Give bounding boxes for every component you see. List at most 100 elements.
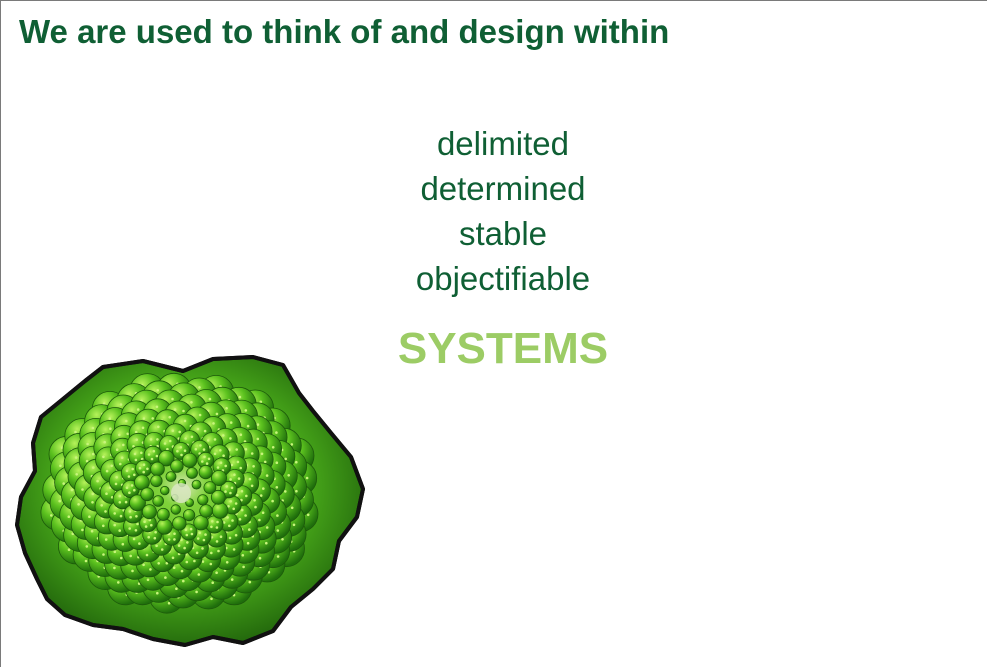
- romanesco-bud-highlight: [250, 452, 254, 455]
- romanesco-bud-highlight: [138, 466, 142, 470]
- romanesco-bud-highlight: [182, 409, 185, 413]
- romanesco-bud-highlight: [91, 492, 95, 496]
- romanesco-bud-highlight: [114, 482, 118, 486]
- romanesco-bud-highlight: [275, 431, 278, 434]
- romanesco-bud-highlight: [215, 526, 219, 529]
- romanesco-bud: [203, 481, 217, 495]
- romanesco-bud-highlight: [128, 510, 132, 513]
- romanesco-bud-highlight: [171, 556, 175, 560]
- romanesco-bud-highlight: [74, 456, 78, 459]
- romanesco-bud-highlight: [144, 525, 148, 528]
- romanesco-bud-highlight: [126, 432, 129, 436]
- romanesco-bud-highlight: [195, 551, 199, 555]
- romanesco-bud-highlight: [211, 520, 214, 523]
- romanesco-bud-highlight: [150, 523, 153, 527]
- romanesco-bud-highlight: [228, 536, 232, 540]
- romanesco-bud-highlight: [125, 419, 128, 423]
- romanesco-bud-highlight: [246, 541, 250, 545]
- romanesco-bud-highlight: [212, 422, 215, 425]
- romanesco-bud: [211, 502, 229, 519]
- romanesco-bud: [129, 494, 146, 512]
- romanesco-bud-highlight: [102, 553, 105, 556]
- romanesco-bud-highlight: [113, 566, 116, 570]
- romanesco-bud-highlight: [202, 448, 206, 451]
- romanesco-bud-highlight: [108, 417, 112, 420]
- romanesco-bud-highlight: [177, 544, 181, 547]
- romanesco-bud-highlight: [225, 561, 229, 564]
- romanesco-bud-highlight: [103, 440, 106, 444]
- romanesco-bud-highlight: [195, 590, 198, 594]
- romanesco-bud: [158, 449, 175, 467]
- romanesco-bud-highlight: [153, 536, 157, 540]
- romanesco-bud-highlight: [215, 540, 219, 543]
- romanesco-bud: [197, 494, 209, 506]
- romanesco-bud-highlight: [134, 529, 138, 532]
- romanesco-bud-highlight: [249, 550, 253, 553]
- romanesco-bud-highlight: [146, 578, 150, 582]
- romanesco-bud-highlight: [234, 502, 238, 505]
- romanesco-bud-highlight: [164, 576, 167, 579]
- romanesco-bud-highlight: [228, 524, 231, 528]
- romanesco-bud-highlight: [232, 548, 236, 551]
- romanesco-bud-highlight: [209, 562, 213, 566]
- romanesco-bud-highlight: [119, 514, 123, 518]
- romanesco-bud-highlight: [229, 421, 233, 424]
- romanesco-bud-highlight: [295, 460, 298, 464]
- romanesco-bud-highlight: [290, 506, 294, 510]
- romanesco-bud-highlight: [246, 424, 250, 428]
- romanesco-bud-highlight: [120, 456, 124, 459]
- romanesco-bud-highlight: [198, 413, 202, 417]
- romanesco-bud-highlight: [151, 417, 154, 420]
- romanesco-bud-highlight: [262, 487, 265, 490]
- romanesco-bud-highlight: [118, 433, 121, 437]
- romanesco-bud-highlight: [175, 587, 178, 590]
- romanesco-bud-highlight: [156, 591, 159, 595]
- romanesco-bud-highlight: [213, 438, 217, 441]
- romanesco-bud-highlight: [167, 601, 171, 605]
- romanesco-bud-highlight: [206, 439, 210, 442]
- romanesco-bud-highlight: [230, 486, 234, 490]
- romanesco-bud-highlight: [128, 527, 131, 530]
- romanesco-bud-highlight: [81, 488, 84, 491]
- romanesco-bud-highlight: [142, 563, 145, 567]
- romanesco-bud-highlight: [147, 535, 150, 539]
- romanesco-bud-highlight: [75, 473, 78, 476]
- romanesco-bud-highlight: [227, 505, 230, 508]
- romanesco-bud-highlight: [118, 529, 121, 532]
- romanesco-bud-highlight: [226, 516, 229, 519]
- romanesco-bud-highlight: [240, 508, 244, 512]
- romanesco-bud-highlight: [183, 449, 187, 452]
- romanesco-bud-highlight: [150, 457, 154, 461]
- romanesco-bud-highlight: [67, 515, 71, 518]
- romanesco-bud-highlight: [287, 474, 291, 477]
- romanesco-bud-highlight: [225, 485, 229, 488]
- romanesco-bud-highlight: [232, 507, 235, 511]
- romanesco-bud-highlight: [134, 430, 138, 434]
- romanesco-bud-highlight: [165, 561, 169, 565]
- romanesco-bud-highlight: [84, 559, 88, 563]
- romanesco-bud-highlight: [265, 541, 268, 545]
- romanesco-bud-highlight: [129, 554, 132, 558]
- romanesco-bud-highlight: [129, 515, 132, 519]
- romanesco-bud: [170, 459, 184, 473]
- romanesco-bud-highlight: [276, 555, 280, 558]
- romanesco-bud-highlight: [244, 409, 248, 412]
- romanesco-bud-highlight: [157, 425, 160, 429]
- romanesco-bud-highlight: [186, 541, 189, 544]
- romanesco-bud-highlight: [189, 527, 193, 531]
- romanesco-bud-highlight: [216, 520, 219, 524]
- romanesco-bud-highlight: [230, 463, 234, 467]
- romanesco-bud: [185, 498, 195, 508]
- romanesco-bud-highlight: [92, 466, 95, 469]
- romanesco-bud-highlight: [168, 439, 172, 443]
- romanesco-bud-highlight: [230, 578, 234, 581]
- romanesco-bud-highlight: [213, 452, 217, 456]
- romanesco-bud-highlight: [210, 551, 213, 555]
- romanesco-bud-highlight: [265, 526, 269, 529]
- romanesco-bud-highlight: [104, 510, 107, 513]
- romanesco-bud-highlight: [229, 478, 232, 481]
- romanesco-bud-highlight: [219, 535, 223, 538]
- romanesco-bud-highlight: [180, 569, 184, 573]
- romanesco-bud-highlight: [245, 494, 248, 498]
- romanesco-bud-highlight: [141, 426, 145, 430]
